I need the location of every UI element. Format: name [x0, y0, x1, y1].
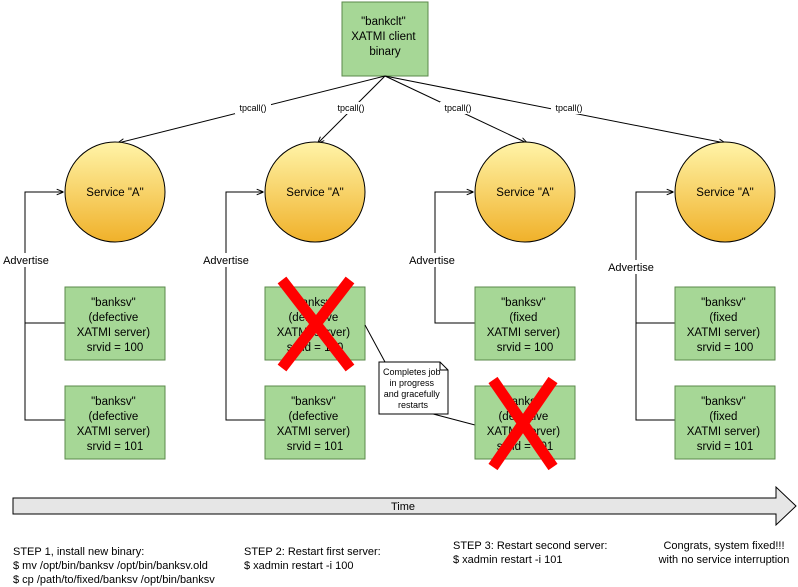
advertise-label-4: Advertise [608, 262, 654, 274]
tpcall-arrows: tpcall() tpcall() tpcall() tpcall() [118, 75, 725, 143]
restart-x-mark-1 [277, 276, 355, 372]
svg-text:"banksv" (fixed: "banksv" (fixed XATMI server) srvid = 10… [687, 297, 763, 354]
column-1: Service "A" Advertise "banksv" (defectiv… [0, 141, 166, 460]
svg-text:"banksv" (defective: "banksv" (defective XATMI server) srvid … [77, 396, 153, 453]
advertise-label-2: Advertise [203, 255, 249, 267]
server-100-col-1: "banksv" (defective XATMI server) srvid … [64, 286, 166, 361]
server-100-col-2: "banksv" (defective XATMI server) srvid … [264, 286, 366, 361]
time-arrow: Time [12, 485, 797, 527]
restart-x-mark-2 [488, 376, 558, 471]
advertise-label-1: Advertise [3, 255, 49, 267]
tpcall-label-2: tpcall() [337, 103, 364, 113]
congrats-text: Congrats, system fixed!!! with no servic… [658, 540, 790, 566]
svg-text:"banksv" (defective: "banksv" (defective XATMI server) srvid … [77, 297, 153, 354]
note-text: Completes job in progress and gracefully… [383, 367, 443, 410]
svg-text:"banksv" (fixed: "banksv" (fixed XATMI server) srvid = 10… [487, 297, 563, 354]
client-node: "bankclt" XATMI client binary [341, 1, 429, 77]
service-circle-3 [474, 141, 576, 243]
restart-note: Completes job in progress and gracefully… [364, 324, 476, 426]
column-2: Service "A" Advertise "banksv" (defectiv… [200, 141, 366, 460]
server-101-col-1: "banksv" (defective XATMI server) srvid … [64, 385, 166, 460]
step-3-text: STEP 3: Restart second server: $ xadmin … [453, 540, 608, 566]
time-label: Time [391, 501, 415, 513]
server-100-col-4: "banksv" (fixed XATMI server) srvid = 10… [674, 286, 776, 361]
server-101-col-4: "banksv" (fixed XATMI server) srvid = 10… [674, 385, 776, 460]
step-2-text: STEP 2: Restart first server: $ xadmin r… [244, 546, 381, 572]
svg-text:"banksv" (defective: "banksv" (defective XATMI server) srvid … [277, 396, 353, 453]
server-101-col-2: "banksv" (defective XATMI server) srvid … [264, 385, 366, 460]
service-label-1: Service "A" [86, 187, 143, 199]
column-3: Service "A" Advertise "banksv" (fixed XA… [406, 141, 576, 471]
service-label-3: Service "A" [496, 187, 553, 199]
service-circle-1 [64, 141, 166, 243]
client-label: "bankclt" XATMI client binary [351, 16, 419, 58]
tpcall-label-4: tpcall() [555, 103, 582, 113]
tpcall-label-1: tpcall() [239, 103, 266, 113]
service-circle-2 [264, 141, 366, 243]
service-label-2: Service "A" [286, 187, 343, 199]
service-label-4: Service "A" [696, 187, 753, 199]
column-4: Service "A" Advertise "banksv" (fixed XA… [605, 141, 776, 460]
tpcall-label-3: tpcall() [444, 103, 471, 113]
step-1-text: STEP 1, install new binary: $ mv /opt/bi… [13, 546, 215, 586]
svg-text:"banksv" (fixed: "banksv" (fixed XATMI server) srvid = 10… [687, 396, 763, 453]
service-circle-4 [674, 141, 776, 243]
advertise-label-3: Advertise [409, 255, 455, 267]
server-100-col-3: "banksv" (fixed XATMI server) srvid = 10… [474, 286, 576, 361]
